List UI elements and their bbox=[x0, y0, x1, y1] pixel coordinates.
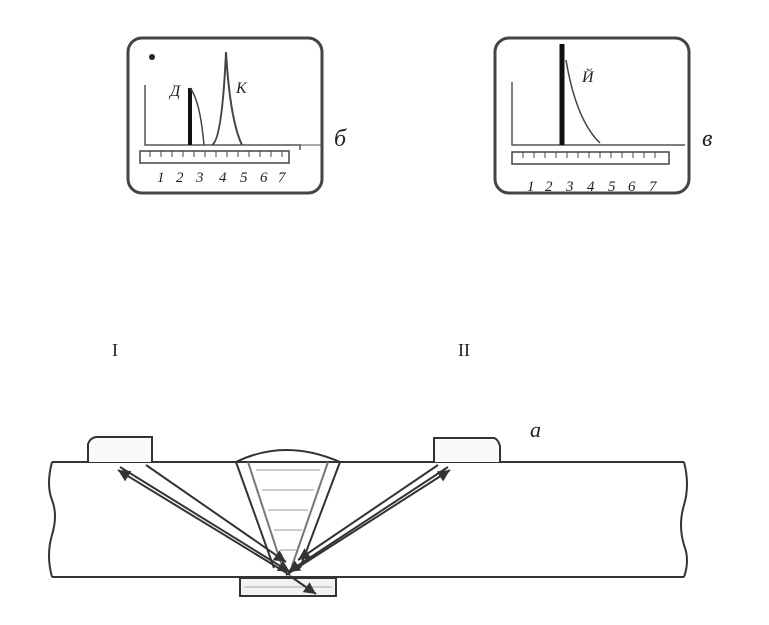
position-label-1: I bbox=[112, 340, 118, 360]
screen-v-frame bbox=[493, 36, 691, 195]
position-label-2: II bbox=[458, 340, 470, 360]
pulse-k bbox=[211, 51, 243, 146]
weld-hatch bbox=[256, 469, 320, 551]
scale-number: 1 bbox=[527, 179, 535, 195]
oscilloscope-screen-b: Д К 1 2 3 4 5 6 7 bbox=[126, 36, 324, 195]
beam-1c bbox=[145, 464, 287, 563]
scale-number: 6 bbox=[628, 179, 636, 195]
peak-label-d: Д bbox=[168, 83, 181, 100]
screen-b-dot bbox=[149, 54, 155, 60]
screen-b-scale bbox=[139, 150, 290, 164]
screen-v-scale bbox=[511, 151, 670, 165]
beam-reflect bbox=[289, 575, 317, 595]
scale-number: 5 bbox=[608, 179, 616, 195]
beam-1a bbox=[119, 466, 291, 573]
plate-letter: а bbox=[530, 417, 541, 442]
screen-b-scale-ticks bbox=[149, 151, 283, 157]
scale-number: 2 bbox=[176, 170, 184, 186]
plate-left-edge bbox=[48, 461, 56, 578]
scale-number: 4 bbox=[587, 179, 595, 195]
screen-v-baseline bbox=[511, 82, 685, 146]
beam-2b bbox=[285, 469, 451, 576]
beam-2a bbox=[287, 466, 449, 573]
scale-number: 2 bbox=[545, 179, 553, 195]
scale-number: 1 bbox=[157, 170, 165, 186]
scale-number: 6 bbox=[260, 170, 268, 186]
screen-letter-v: в bbox=[702, 126, 712, 152]
peak-label-y: Й bbox=[581, 67, 595, 86]
peak-label-k: К bbox=[235, 80, 248, 97]
beam-2c bbox=[297, 464, 439, 561]
scale-number: 3 bbox=[565, 179, 574, 195]
beam-1b bbox=[117, 469, 291, 576]
scale-number: 7 bbox=[278, 170, 287, 186]
scale-number: 4 bbox=[219, 170, 227, 186]
plate-right-edge bbox=[680, 461, 688, 578]
screen-letter-b: б bbox=[334, 126, 347, 152]
transducer-position-2 bbox=[433, 437, 501, 462]
screen-b-frame bbox=[126, 36, 324, 195]
scale-number: 3 bbox=[195, 170, 204, 186]
weld-cap bbox=[235, 449, 341, 463]
beam-paths bbox=[117, 464, 451, 595]
transducer-position-1 bbox=[87, 436, 153, 462]
scale-number: 7 bbox=[649, 179, 658, 195]
screen-v-scale-ticks bbox=[522, 152, 656, 158]
oscilloscope-screen-v: Й 1 2 3 4 5 6 7 bbox=[493, 36, 691, 195]
scale-number: 5 bbox=[240, 170, 248, 186]
